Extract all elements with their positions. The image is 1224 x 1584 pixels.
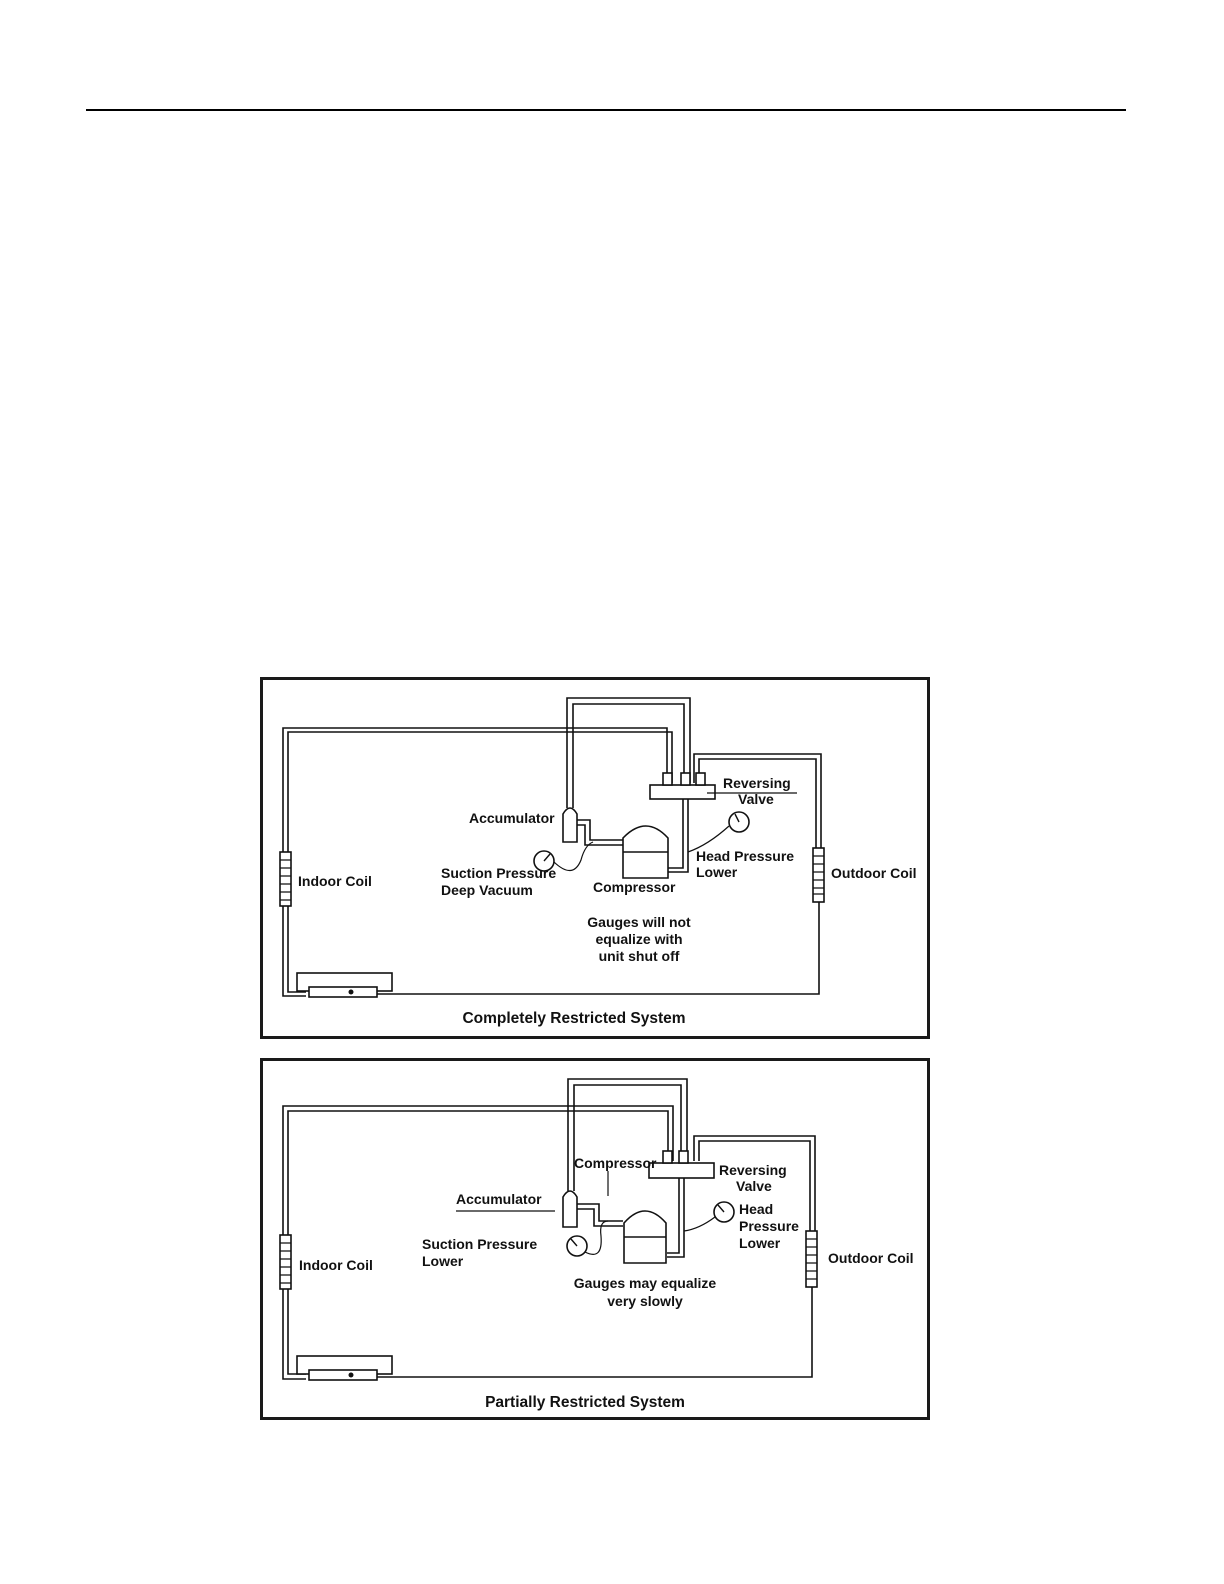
completely-restricted-svg: Indoor Coil Outdoor Coil Accumulator Rev… (279, 697, 917, 1027)
outdoor-coil-fins (806, 1238, 817, 1280)
panel-caption: Completely Restricted System (462, 1010, 685, 1027)
valve-port-3 (695, 772, 706, 786)
top-loop-inner (572, 703, 685, 808)
note-line-1: Gauges will not (587, 914, 691, 930)
suction-pressure-label-2: Lower (422, 1253, 464, 1269)
note-line-2: very slowly (607, 1293, 683, 1309)
note-line-1: Gauges may equalize (574, 1275, 717, 1291)
main-loop-outer (282, 1105, 674, 1380)
reversing-valve-label-2: Valve (738, 791, 774, 807)
suction-pressure-label-2: Deep Vacuum (441, 882, 533, 898)
valve-port-2 (678, 1150, 689, 1164)
head-gauge-hose (683, 1216, 716, 1232)
discharge-line (667, 1178, 685, 1258)
partially-restricted-diagram: Indoor Coil Outdoor Coil Accumulator Com… (260, 1058, 930, 1420)
valve-port-1 (662, 1150, 673, 1164)
suction-gauge-hose (584, 1220, 609, 1255)
metering-device-dot (348, 989, 354, 995)
compressor-label: Compressor (574, 1155, 657, 1171)
reversing-valve-label-1: Reversing (719, 1162, 787, 1178)
suction-gauge-needle (543, 853, 551, 862)
head-gauge-needle (734, 813, 740, 823)
partially-restricted-svg: Indoor Coil Outdoor Coil Accumulator Com… (279, 1078, 914, 1411)
bottom-line (376, 858, 820, 995)
panel-caption: Partially Restricted System (485, 1394, 685, 1411)
indoor-coil-icon (279, 1234, 292, 1290)
head-gauge-needle (717, 1204, 725, 1213)
outdoor-coil-icon (805, 1230, 818, 1288)
metering-device-body (308, 1369, 378, 1381)
header-rule (86, 109, 1126, 111)
accumulator-label: Accumulator (469, 810, 555, 826)
accum-to-comp (577, 819, 623, 846)
indoor-coil-label: Indoor Coil (298, 873, 372, 889)
reversing-valve-label-2: Valve (736, 1178, 772, 1194)
top-loop-inner (573, 1084, 682, 1191)
reversing-valve-icon (649, 784, 716, 800)
note-line-3: unit shut off (599, 948, 680, 964)
bottom-line (376, 1287, 813, 1378)
outdoor-coil-icon (812, 847, 825, 903)
outdoor-coil-fins (813, 855, 824, 895)
indoor-coil-fins (280, 859, 291, 901)
head-gauge-hose (687, 825, 730, 853)
compressor-label: Compressor (593, 879, 676, 895)
head-pressure-label-2: Lower (696, 864, 738, 880)
accumulator-icon (562, 1190, 578, 1228)
metering-device-dot (348, 1372, 354, 1378)
accumulator-icon (562, 807, 578, 843)
valve-to-outdoor-inner (698, 1140, 811, 1231)
top-loop-outer (567, 1078, 688, 1191)
main-loop-inner (287, 731, 673, 993)
valve-to-outdoor-outer (693, 1135, 816, 1231)
main-loop-outer (282, 727, 668, 997)
main-loop-inner (287, 1110, 669, 1375)
suction-gauge-needle (570, 1238, 578, 1247)
suction-pressure-label-1: Suction Pressure (441, 865, 556, 881)
head-pressure-label-1: Head (739, 1201, 773, 1217)
note-line-2: equalize with (595, 931, 682, 947)
suction-gauge-hose (553, 841, 594, 872)
indoor-coil-fins (280, 1242, 291, 1284)
outdoor-coil-label: Outdoor Coil (828, 1250, 914, 1266)
completely-restricted-diagram: Indoor Coil Outdoor Coil Accumulator Rev… (260, 677, 930, 1039)
indoor-coil-label: Indoor Coil (299, 1257, 373, 1273)
accum-to-comp (577, 1203, 623, 1227)
top-loop-outer (566, 697, 691, 808)
head-pressure-label-1: Head Pressure (696, 848, 794, 864)
head-pressure-label-2: Pressure (739, 1218, 799, 1234)
metering-device-body (308, 986, 378, 998)
valve-port-1 (662, 772, 673, 786)
reversing-valve-label-1: Reversing (723, 775, 791, 791)
valve-to-outdoor-inner (698, 758, 817, 848)
discharge-line (668, 799, 689, 873)
outdoor-coil-label: Outdoor Coil (831, 865, 917, 881)
reversing-valve-icon (648, 1162, 715, 1179)
indoor-coil-icon (279, 851, 292, 907)
accumulator-label: Accumulator (456, 1191, 542, 1207)
head-pressure-label-3: Lower (739, 1235, 781, 1251)
valve-to-outdoor-outer (693, 753, 822, 848)
valve-port-2 (680, 772, 691, 786)
suction-pressure-label-1: Suction Pressure (422, 1236, 537, 1252)
